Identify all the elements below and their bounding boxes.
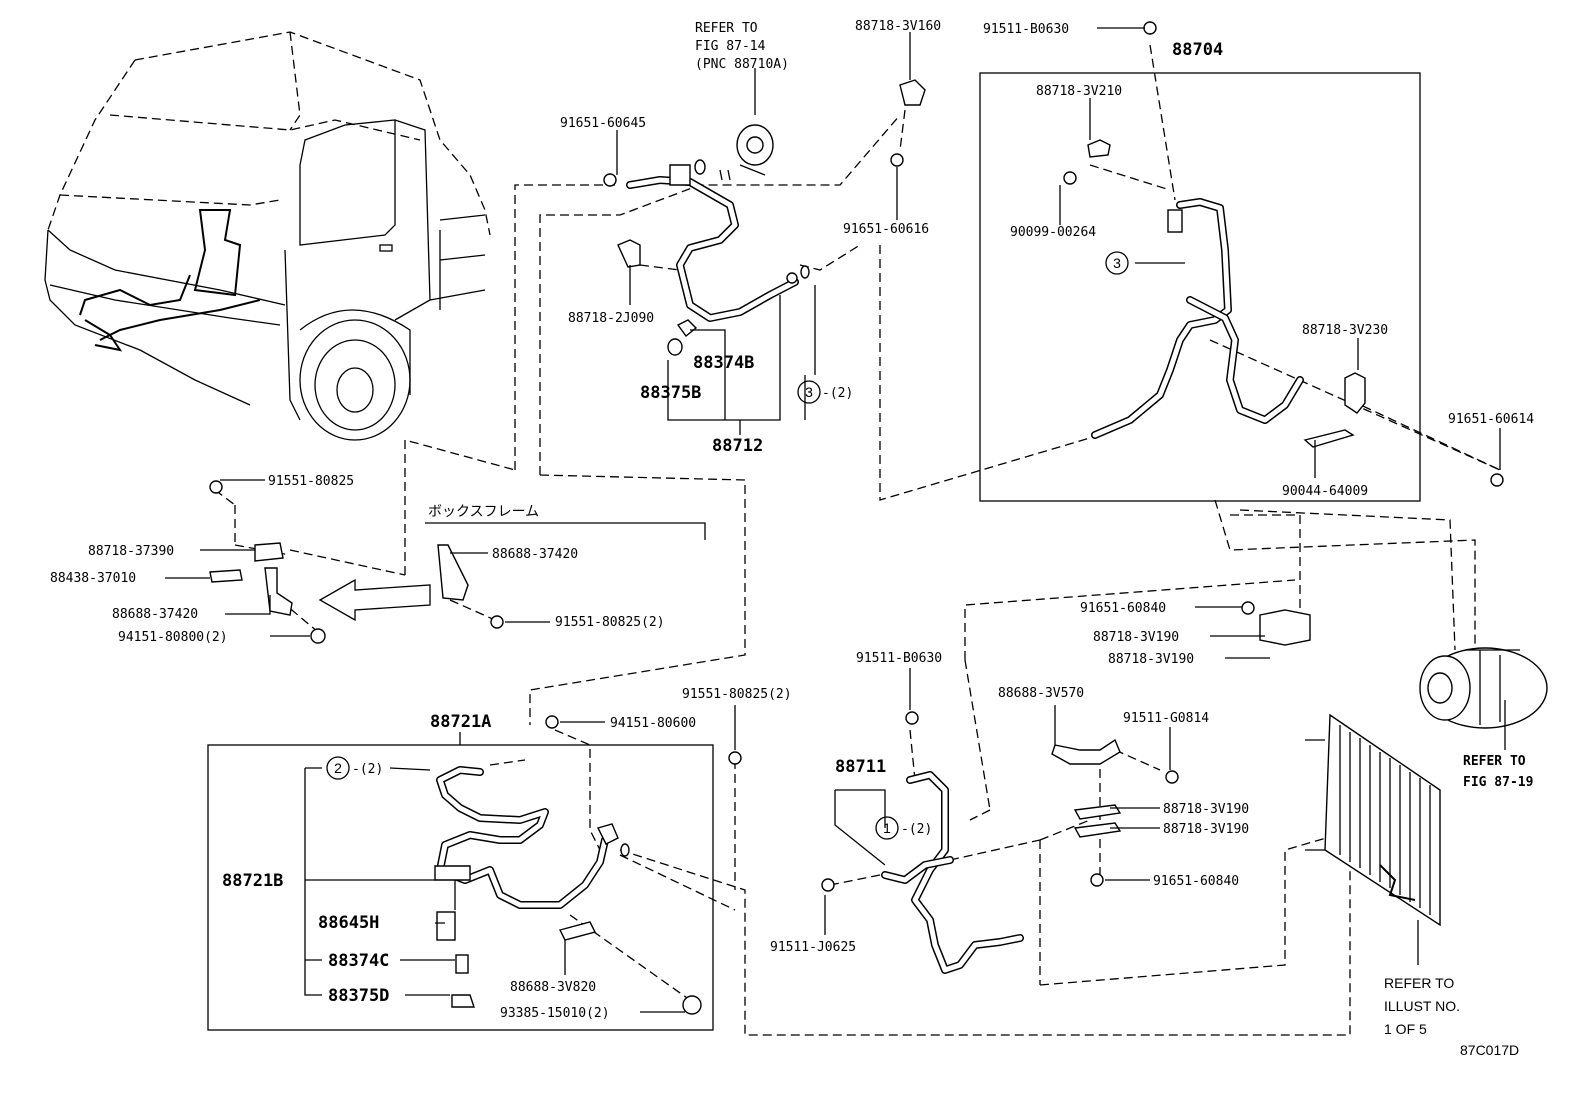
label-88718-3v190-b: 88718-3V190	[1108, 652, 1194, 667]
hose-88711	[821, 601, 1311, 974]
label-88438-37010: 88438-37010	[50, 571, 136, 586]
leader-dashes	[214, 44, 1501, 1036]
label-refer-fig-87-14-line3: (PNC 88710A)	[695, 57, 789, 72]
direction-arrow	[318, 578, 431, 622]
callout-1: 1	[883, 820, 891, 836]
label-88718-3v230: 88718-3V230	[1302, 323, 1388, 338]
label-88374c: 88374C	[328, 951, 389, 971]
label-refer-illust-line1: REFER TO	[1384, 975, 1454, 991]
condenser	[1305, 713, 1441, 965]
callouts: 3 3 2 1	[326, 251, 1129, 840]
box-frame-bracket	[425, 522, 706, 540]
label-88721b: 88721B	[222, 871, 283, 891]
label-88688-3v820: 88688-3V820	[510, 980, 596, 995]
compressor	[1419, 647, 1548, 729]
label-refer-illust-line3: 1 OF 5	[1384, 1021, 1427, 1037]
truck-illustration	[44, 31, 491, 441]
label-91551-80825-2-mid: 91551-80825(2)	[555, 615, 665, 630]
frame-bracket	[209, 21, 1157, 644]
label-91511-j0625: 91511-J0625	[770, 940, 856, 955]
box-88721A	[207, 744, 714, 1031]
label-refer-illust-line2: ILLUST NO.	[1384, 998, 1460, 1014]
label-refer-fig-87-14-line1: REFER TO	[695, 21, 758, 36]
label-88718-2j090: 88718-2J090	[568, 311, 654, 326]
label-94151-80600: 94151-80600	[610, 716, 696, 731]
label-88375b: 88375B	[640, 383, 701, 403]
hose-88704	[1063, 139, 1504, 487]
callout-2-circle	[326, 756, 350, 780]
leader-lines	[165, 27, 1506, 1013]
label-88704: 88704	[1172, 40, 1223, 60]
label-88688-37420-right: 88688-37420	[492, 547, 578, 562]
label-90044-64009: 90044-64009	[1282, 484, 1368, 499]
hose-88721A	[434, 715, 742, 1015]
label-91651-60645: 91651-60645	[560, 116, 646, 131]
label-94151-80800-2: 94151-80800(2)	[118, 630, 228, 645]
label-88718-37390: 88718-37390	[88, 544, 174, 559]
label-callout-2-qty: -(2)	[352, 762, 383, 777]
label-88718-3v190-a: 88718-3V190	[1093, 630, 1179, 645]
label-91551-80825-2-bottom: 91551-80825(2)	[682, 687, 792, 702]
label-88688-3v570: 88688-3V570	[998, 686, 1084, 701]
label-refer-fig-87-19-line2: FIG 87-19	[1463, 775, 1533, 790]
label-88721a: 88721A	[430, 712, 491, 732]
label-91651-60840-b: 91651-60840	[1153, 874, 1239, 889]
label-88718-3v210: 88718-3V210	[1036, 84, 1122, 99]
box-88704	[979, 72, 1421, 502]
label-91651-60616: 91651-60616	[843, 222, 929, 237]
label-88718-3v190-c: 88718-3V190	[1163, 802, 1249, 817]
label-91651-60614: 91651-60614	[1448, 412, 1534, 427]
part-labels: REFER TO FIG 87-14 (PNC 88710A) 88718-3V…	[50, 19, 1534, 1058]
label-callout-3-qty: -(2)	[822, 386, 853, 401]
label-88645h: 88645H	[318, 913, 379, 933]
callout-3-top-circle	[1105, 251, 1129, 275]
label-88688-37420-left: 88688-37420	[112, 607, 198, 622]
label-refer-fig-87-14-line2: FIG 87-14	[695, 39, 766, 54]
label-90099-00264: 90099-00264	[1010, 225, 1096, 240]
label-box-frame: ボックスフレーム	[428, 504, 539, 520]
hose-88712	[603, 124, 810, 356]
label-88375d: 88375D	[328, 986, 389, 1006]
label-91511-b0630-mid: 91511-B0630	[856, 651, 942, 666]
label-88718-3v190-d: 88718-3V190	[1163, 822, 1249, 837]
label-figure-code: 87C017D	[1460, 1042, 1519, 1058]
callout-2: 2	[334, 760, 342, 776]
label-88712: 88712	[712, 436, 763, 456]
callout-1-circle	[875, 816, 899, 840]
callout-3-top: 3	[1113, 255, 1121, 271]
label-91651-60840-a: 91651-60840	[1080, 601, 1166, 616]
label-88711: 88711	[835, 757, 886, 777]
callout-3-mid-circle	[797, 380, 821, 404]
label-91511-b0630-top: 91511-B0630	[983, 22, 1069, 37]
label-88718-3v160: 88718-3V160	[855, 19, 941, 34]
label-refer-fig-87-19-line1: REFER TO	[1463, 754, 1526, 769]
label-88374b: 88374B	[693, 353, 754, 373]
label-91511-g0814: 91511-G0814	[1123, 711, 1209, 726]
label-93385-15010-2: 93385-15010(2)	[500, 1006, 610, 1021]
label-callout-1-qty: -(2)	[901, 822, 932, 837]
callout-3-mid: 3	[805, 384, 813, 400]
label-91551-80825-left: 91551-80825	[268, 474, 354, 489]
